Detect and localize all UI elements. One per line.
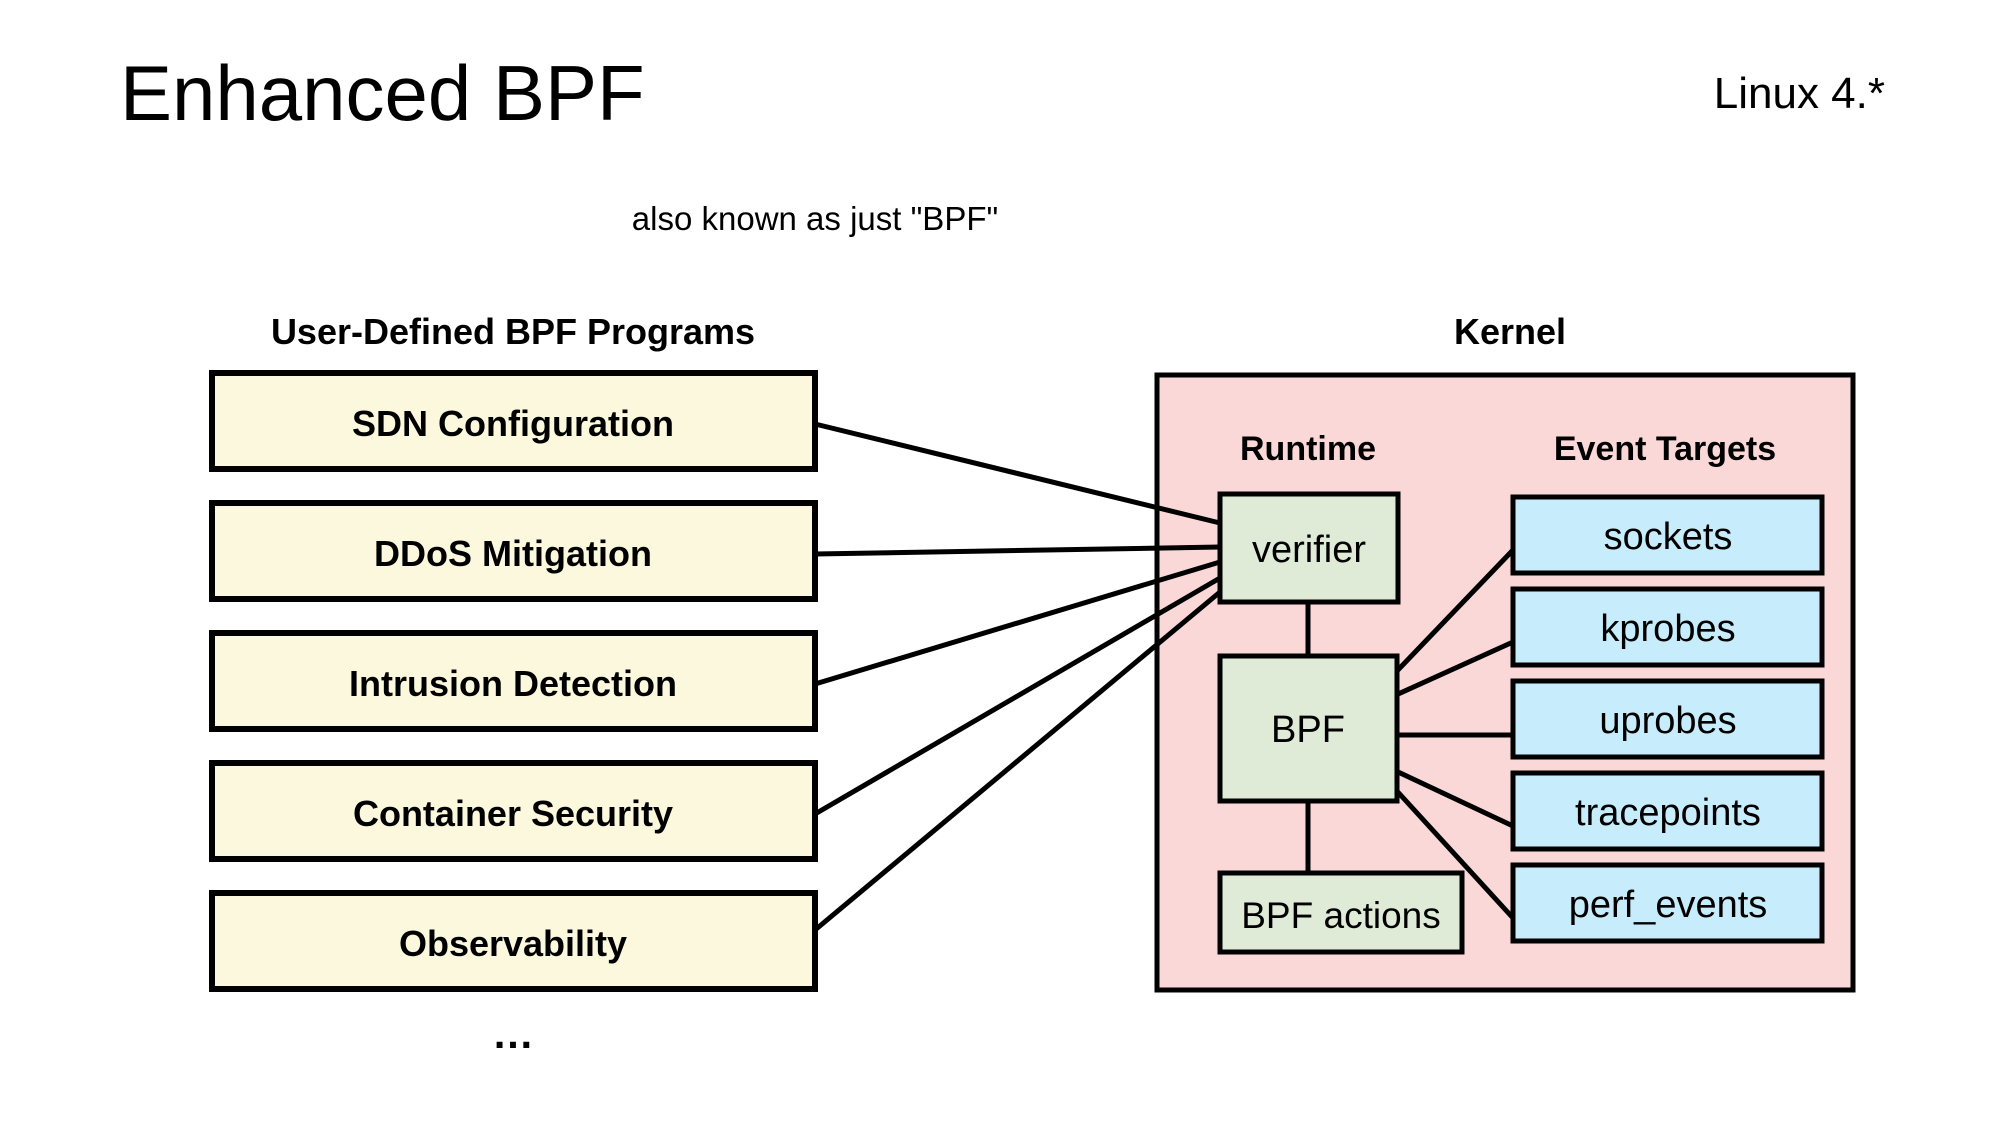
program-box-label: Intrusion Detection — [349, 663, 677, 704]
event-target-label: kprobes — [1600, 608, 1735, 650]
subtitle: also known as just "BPF" — [632, 200, 998, 237]
event-targets-heading: Event Targets — [1554, 430, 1776, 468]
event-target-boxes: sockets kprobes uprobes tracepoints perf… — [1510, 494, 1825, 944]
runtime-box-verifier[interactable]: verifier — [1217, 491, 1401, 605]
runtime-heading: Runtime — [1240, 430, 1376, 468]
connector-bpf-kprobes — [1394, 639, 1515, 698]
connector-bpf-perfevents — [1394, 788, 1515, 920]
program-box-ddos-mitigation[interactable]: DDoS Mitigation — [209, 500, 818, 602]
connector-observability-verifier — [813, 590, 1222, 932]
event-target-box-kprobes[interactable]: kprobes — [1510, 586, 1825, 668]
connector-container-verifier — [813, 575, 1222, 817]
program-box-container-security[interactable]: Container Security — [209, 760, 818, 862]
event-target-box-perf-events[interactable]: perf_events — [1510, 862, 1825, 944]
program-box-label: Observability — [399, 923, 627, 964]
kernel-heading: Kernel — [1454, 311, 1566, 352]
runtime-boxes: verifier BPF BPF actions — [1217, 491, 1465, 955]
connectors-programs-to-verifier — [813, 421, 1222, 932]
connector-bpf-tracepoints — [1394, 768, 1515, 829]
user-program-boxes: SDN Configuration DDoS Mitigation Intrus… — [209, 370, 818, 992]
program-box-observability[interactable]: Observability — [209, 890, 818, 992]
more-programs-ellipsis: … — [492, 1010, 534, 1057]
runtime-box-label: BPF actions — [1241, 895, 1440, 936]
connector-sdn-verifier — [814, 421, 1221, 526]
event-target-box-sockets[interactable]: sockets — [1510, 494, 1825, 576]
program-box-intrusion-detection[interactable]: Intrusion Detection — [209, 630, 818, 732]
event-target-label: sockets — [1604, 516, 1733, 558]
program-box-label: DDoS Mitigation — [374, 533, 652, 574]
runtime-box-label: verifier — [1252, 529, 1366, 571]
event-target-box-uprobes[interactable]: uprobes — [1510, 678, 1825, 760]
version-label: Linux 4.* — [1714, 69, 1885, 118]
event-target-label: tracepoints — [1575, 792, 1761, 834]
page-title: Enhanced BPF — [120, 49, 645, 137]
runtime-box-bpf-actions[interactable]: BPF actions — [1217, 870, 1465, 955]
runtime-box-bpf[interactable]: BPF — [1217, 653, 1400, 804]
connector-intrusion-verifier — [814, 559, 1221, 687]
event-target-label: uprobes — [1599, 700, 1736, 742]
connector-bpf-sockets — [1394, 548, 1515, 674]
connectors-bpf-to-events — [1394, 548, 1515, 920]
runtime-box-label: BPF — [1271, 709, 1345, 751]
event-target-box-tracepoints[interactable]: tracepoints — [1510, 770, 1825, 852]
program-box-sdn-configuration[interactable]: SDN Configuration — [209, 370, 818, 472]
event-target-label: perf_events — [1569, 884, 1768, 926]
program-box-label: Container Security — [353, 793, 673, 834]
connector-ddos-verifier — [814, 544, 1221, 557]
program-box-label: SDN Configuration — [352, 403, 674, 444]
left-column-heading: User-Defined BPF Programs — [271, 311, 755, 352]
